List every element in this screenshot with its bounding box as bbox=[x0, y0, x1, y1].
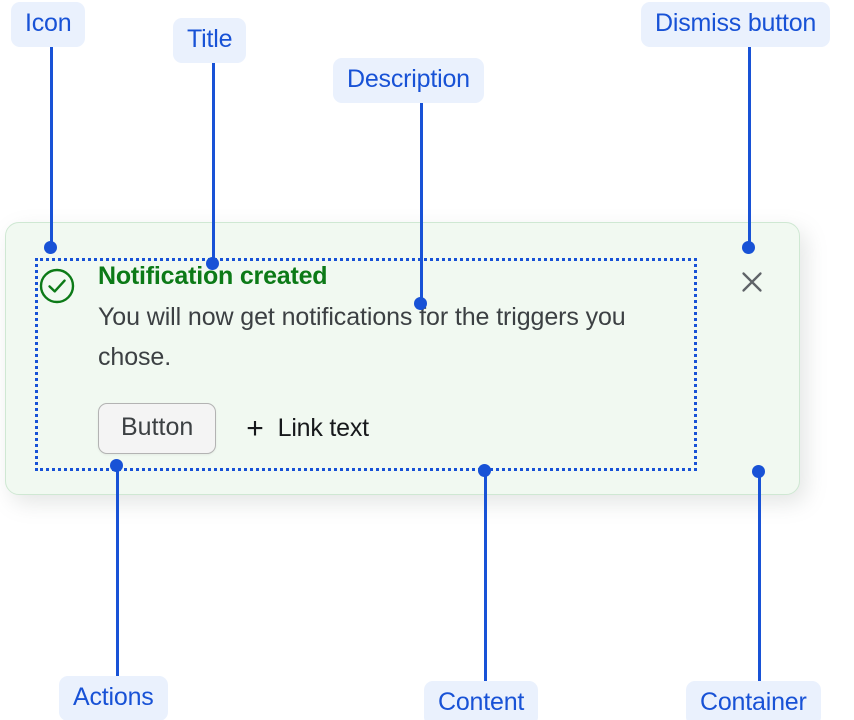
annotation-label-dismiss-button: Dismiss button bbox=[641, 2, 831, 47]
notification-description: You will now get notifications for the t… bbox=[98, 303, 626, 371]
dismiss-button[interactable] bbox=[735, 265, 769, 299]
annotation-leader-line-actions bbox=[116, 471, 119, 676]
notification-container: Notification created You will now get no… bbox=[5, 222, 800, 495]
annotation-dot-dismiss-button bbox=[742, 241, 755, 254]
action-link[interactable]: + Link text bbox=[246, 411, 370, 445]
annotation-dot-description bbox=[414, 297, 427, 310]
annotation-dot-content bbox=[478, 464, 491, 477]
annotation-leader-line-title bbox=[212, 56, 215, 263]
close-icon bbox=[738, 268, 766, 296]
notification-content-region: Notification created You will now get no… bbox=[35, 258, 697, 471]
action-button[interactable]: Button bbox=[98, 403, 217, 454]
check-circle-icon bbox=[38, 267, 76, 305]
annotation-label-title: Title bbox=[173, 18, 247, 63]
annotation-leader-line-dismiss-button bbox=[748, 40, 751, 247]
status-icon-slot bbox=[38, 261, 98, 305]
annotation-label-container: Container bbox=[686, 681, 821, 720]
annotation-label-content: Content bbox=[424, 681, 539, 720]
action-link-label: Link text bbox=[277, 414, 370, 443]
plus-icon: + bbox=[246, 411, 264, 445]
annotation-dot-actions bbox=[110, 459, 123, 472]
annotation-label-description: Description bbox=[333, 58, 484, 103]
annotation-leader-line-container bbox=[758, 477, 761, 682]
annotation-dot-container bbox=[752, 465, 765, 478]
notification-text-column: Notification created You will now get no… bbox=[98, 261, 694, 454]
annotation-leader-line-description bbox=[420, 96, 423, 303]
annotation-label-actions: Actions bbox=[59, 676, 168, 720]
notification-title: Notification created bbox=[98, 262, 328, 290]
annotation-leader-line-icon bbox=[50, 40, 53, 247]
annotation-leader-line-content bbox=[484, 476, 487, 681]
annotation-dot-icon bbox=[44, 241, 57, 254]
annotation-label-icon: Icon bbox=[11, 2, 86, 47]
notification-actions: Button + Link text bbox=[98, 403, 694, 454]
annotation-dot-title bbox=[206, 257, 219, 270]
